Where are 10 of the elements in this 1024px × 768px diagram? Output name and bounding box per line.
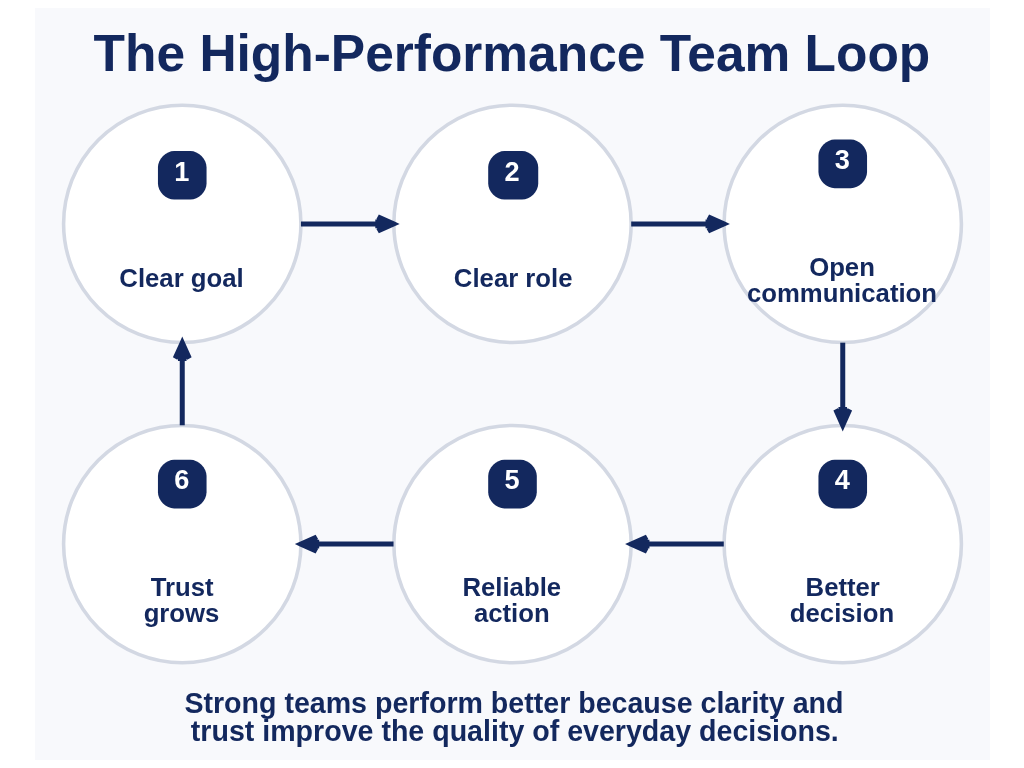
caption: Strong teams perform better because clarity and trust improve the quality of everyday decisions.	[183, 686, 843, 748]
node-circle: 6 Trust grows	[61, 423, 303, 665]
node-circle: 3 Open communication	[721, 103, 963, 345]
node-circle: 1 Clear goal	[61, 103, 303, 345]
diagram-title: The High-Performance Team Loop	[93, 23, 930, 82]
arrow	[297, 534, 394, 554]
node-circle: 5 Reliable action	[391, 423, 633, 665]
arrow	[628, 534, 724, 554]
node-circle: 2 Clear role	[391, 103, 633, 345]
node-circle: 4 Better decision	[721, 423, 963, 665]
